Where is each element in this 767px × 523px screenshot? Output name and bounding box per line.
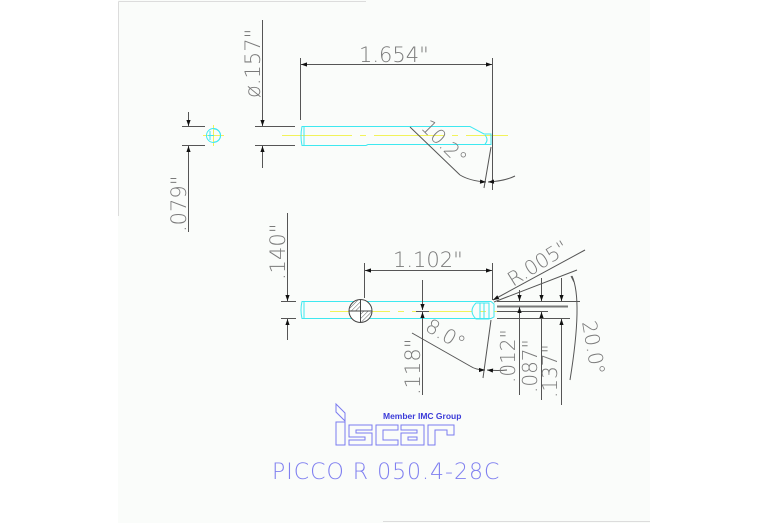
model-name: PICCO R 050.4-28C [272,460,500,485]
top-view-tool-outline [300,126,492,146]
dim-157-label: ø.157" [241,29,265,98]
dim-118-label: .118" [401,339,425,395]
dim-012-label: .012" [496,329,520,383]
dim-118 [416,280,429,395]
sheet-border [118,1,650,522]
drawing-sheet [118,0,650,523]
dim-angle-102 [409,126,516,189]
dim-140 [281,213,296,340]
dim-079-label: .079" [167,176,191,232]
dim-1654-label: 1.654" [359,43,429,67]
dim-157 [255,20,295,168]
dim-angle-200-label: 20.0° [577,319,610,377]
dim-r005 [492,249,586,303]
dim-087-label: .087" [518,339,542,393]
end-view: .079" [167,112,224,232]
dim-angle-80 [411,319,508,379]
dim-137-label: .137" [538,344,562,398]
dim-stack [497,275,580,405]
brand-tagline: Member IMC Group [383,411,461,421]
dim-1654 [300,58,493,190]
top-view: ø.157" 1.654" 10.2° [241,20,516,190]
dim-1102-label: 1.102" [393,248,463,272]
iscar-logo [335,402,455,446]
bottom-view-tool-outline [300,301,495,320]
dim-angle-102-label: 10.2° [416,115,472,171]
dim-angle-80-label: 8.0° [422,314,470,356]
bottom-view: .140" 1.102" .118" 8.0° R.005" [266,213,610,405]
dim-079 [182,112,205,232]
dim-140-label: .140" [266,224,290,280]
section-symbol [348,299,373,323]
dim-1102 [364,263,493,300]
